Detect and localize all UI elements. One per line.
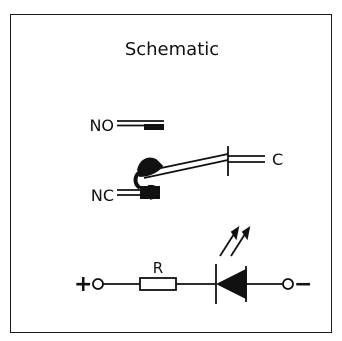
minus-terminal [282,278,294,290]
label-no: NO [89,116,114,135]
label-plus: + [74,272,92,297]
label-nc: NC [91,186,114,205]
label-minus: − [294,272,312,297]
no-contact [117,120,164,130]
led-diode [215,264,247,304]
plus-terminal [92,278,104,290]
nc-contact [117,184,160,200]
resistor [139,277,177,291]
label-c: C [272,150,283,169]
diagram-title: Schematic [125,39,219,60]
switch-lever [133,153,229,190]
c-terminal [227,146,265,176]
light-arrows-icon [219,226,251,257]
label-r: R [153,259,163,277]
